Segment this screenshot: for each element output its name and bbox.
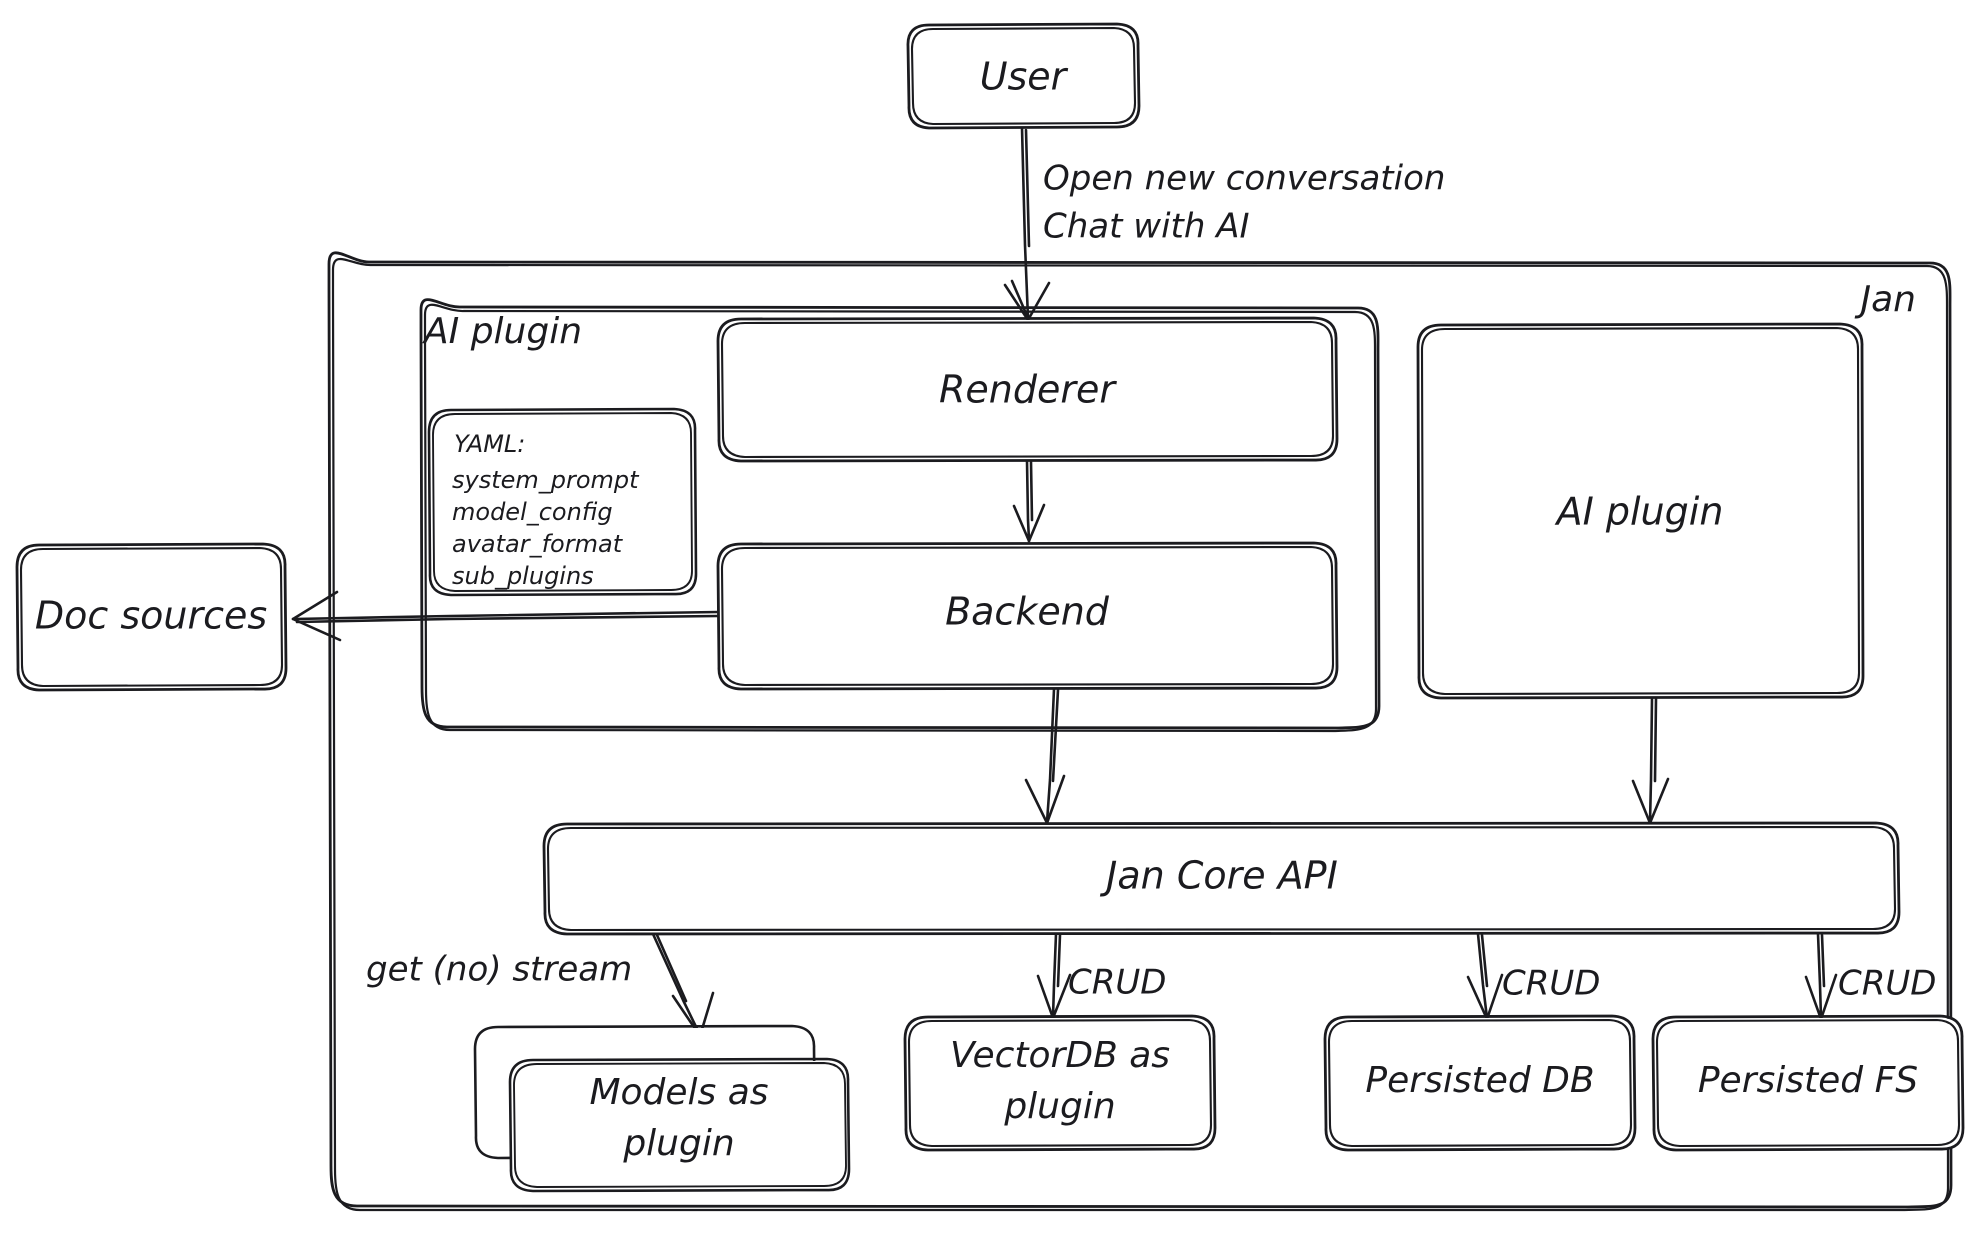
node-backend[interactable]: Backend — [716, 541, 1339, 691]
edge-label-crud-vectordb: CRUD — [1068, 963, 1166, 1003]
edge-core-to-persisted-db — [1466, 932, 1504, 1021]
yaml-key-avatar-format: avatar_format — [452, 530, 624, 558]
node-persisted-db-label: Persisted DB — [1365, 1060, 1594, 1101]
edge-core-to-persisted-fs — [1804, 932, 1838, 1021]
yaml-header: YAML: — [454, 430, 525, 458]
node-user[interactable]: User — [906, 22, 1141, 130]
edge-label-crud-persisted-db: CRUD — [1502, 964, 1600, 1004]
edge-label-get-no-stream: get (no) stream — [366, 950, 632, 990]
node-vectordb-plugin-label-line2: plugin — [1003, 1086, 1115, 1127]
node-vectordb-plugin[interactable]: VectorDB as plugin — [903, 1014, 1217, 1152]
node-persisted-fs-label: Persisted FS — [1698, 1060, 1918, 1101]
node-renderer-label: Renderer — [939, 368, 1117, 412]
edge-label-crud-persisted-fs: CRUD — [1838, 964, 1936, 1004]
yaml-key-system-prompt: system_prompt — [452, 466, 640, 494]
node-persisted-db[interactable]: Persisted DB — [1323, 1014, 1637, 1152]
edge-label-open-new-conversation: Open new conversation — [1043, 159, 1445, 199]
node-backend-label: Backend — [945, 590, 1110, 634]
node-models-plugin[interactable]: Models as plugin — [473, 1024, 851, 1193]
container-jan-label: Jan — [1855, 279, 1917, 320]
container-jan — [327, 251, 1953, 1212]
node-jan-core-api[interactable]: Jan Core API — [542, 821, 1901, 936]
node-doc-sources-label: Doc sources — [35, 594, 267, 638]
node-persisted-fs[interactable]: Persisted FS — [1651, 1014, 1965, 1152]
yaml-key-sub-plugins: sub_plugins — [452, 562, 594, 590]
node-ai-plugin-box[interactable]: AI plugin — [1416, 322, 1865, 700]
node-models-plugin-label-line1: Models as — [589, 1072, 768, 1113]
edge-backend-to-jan-core-api — [1024, 687, 1066, 825]
yaml-key-model-config: model_config — [452, 498, 613, 526]
node-doc-sources[interactable]: Doc sources — [15, 542, 288, 692]
edge-core-to-vectordb-plugin — [1036, 932, 1072, 1020]
node-models-plugin-label-line2: plugin — [622, 1123, 734, 1164]
node-vectordb-plugin-label-line1: VectorDB as — [950, 1035, 1170, 1076]
edge-renderer-to-backend — [1012, 459, 1046, 543]
edge-ai-plugin-to-jan-core-api — [1631, 696, 1670, 825]
edge-user-to-renderer — [1003, 126, 1051, 322]
edge-backend-to-doc-sources — [291, 590, 720, 642]
node-user-label: User — [980, 55, 1069, 99]
node-renderer[interactable]: Renderer — [716, 316, 1339, 463]
yaml-config-card[interactable]: YAML: system_prompt model_config avatar_… — [427, 407, 698, 597]
node-ai-plugin-box-label: AI plugin — [1554, 490, 1724, 534]
node-jan-core-api-label: Jan Core API — [1099, 854, 1338, 898]
edge-label-chat-with-ai: Chat with AI — [1043, 207, 1250, 247]
container-ai-plugin-group — [419, 298, 1381, 733]
edge-core-to-models-plugin — [651, 932, 715, 1038]
container-ai-plugin-group-label: AI plugin — [422, 311, 582, 352]
